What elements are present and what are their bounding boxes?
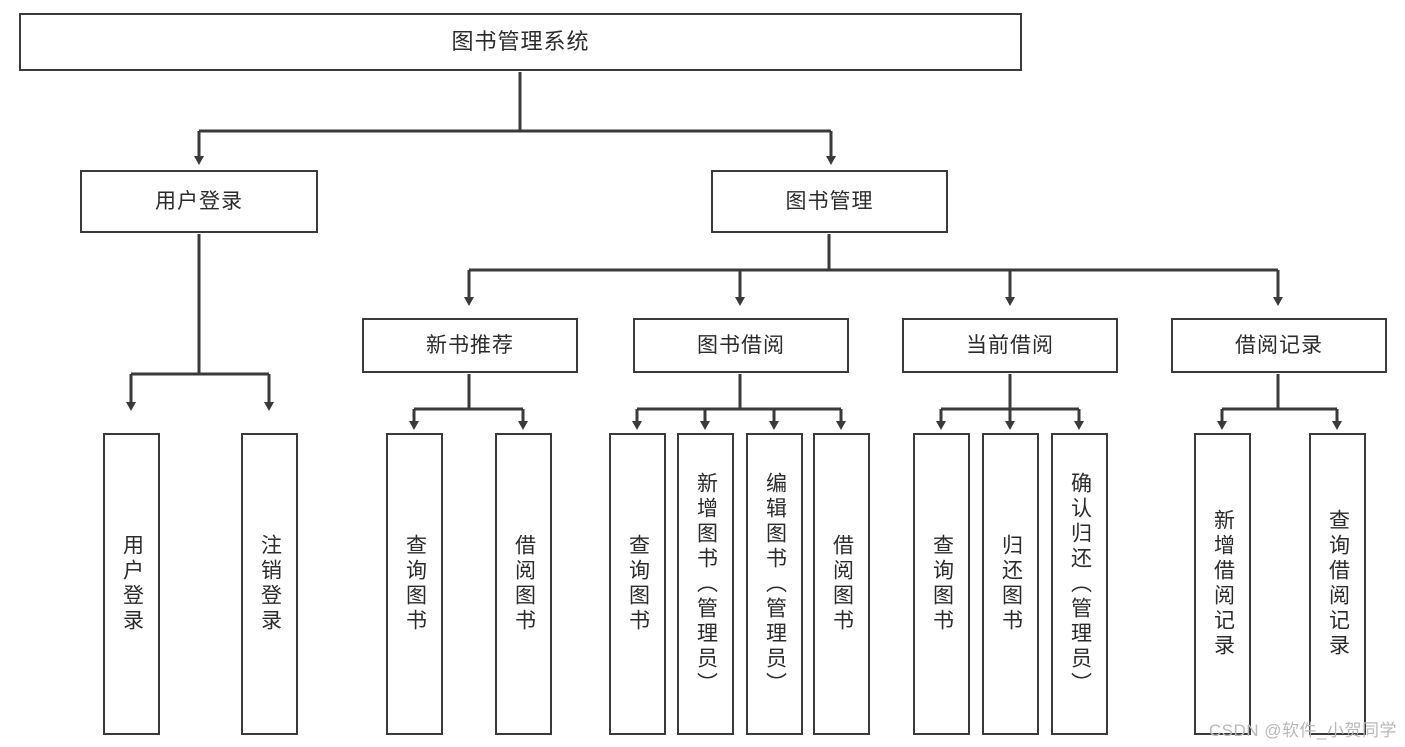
node-label: 图书借阅 xyxy=(697,333,785,357)
node-label: 用户登录 xyxy=(120,534,144,634)
node-label: 用户登录 xyxy=(155,189,243,213)
node-label: 借阅记录 xyxy=(1235,333,1323,357)
node-current-borrow[interactable]: 当前借阅 xyxy=(902,318,1118,373)
leaf-query-book-1[interactable]: 查询图书 xyxy=(386,433,443,735)
node-label: 新增借阅记录 xyxy=(1211,509,1235,659)
csdn-watermark: CSDN @软件_小贺同学 xyxy=(1208,721,1397,740)
node-label: 查询图书 xyxy=(626,534,650,634)
node-label: 当前借阅 xyxy=(966,333,1054,357)
node-label: 确认归还（管理员） xyxy=(1068,471,1092,697)
node-label: 查询图书 xyxy=(930,534,954,634)
leaf-borrow-book-1[interactable]: 借阅图书 xyxy=(495,433,552,735)
leaf-user-logout[interactable]: 注销登录 xyxy=(241,433,298,735)
node-label: 注销登录 xyxy=(258,534,282,634)
node-user-login[interactable]: 用户登录 xyxy=(80,170,318,233)
node-new-book-recommend[interactable]: 新书推荐 xyxy=(362,318,578,373)
node-label: 归还图书 xyxy=(999,534,1023,634)
node-book-borrow[interactable]: 图书借阅 xyxy=(633,318,849,373)
leaf-add-record[interactable]: 新增借阅记录 xyxy=(1194,433,1251,735)
node-label: 借阅图书 xyxy=(830,534,854,634)
node-label: 新增图书（管理员） xyxy=(694,471,718,697)
leaf-query-book-3[interactable]: 查询图书 xyxy=(913,433,970,735)
node-label: 借阅图书 xyxy=(512,534,536,634)
leaf-return-book[interactable]: 归还图书 xyxy=(982,433,1039,735)
leaf-confirm-return[interactable]: 确认归还（管理员） xyxy=(1051,433,1108,735)
leaf-borrow-book-2[interactable]: 借阅图书 xyxy=(813,433,870,735)
node-label: 图书管理系统 xyxy=(451,28,590,54)
node-book-management[interactable]: 图书管理 xyxy=(711,170,948,233)
node-label: 图书管理 xyxy=(785,189,874,213)
leaf-user-login[interactable]: 用户登录 xyxy=(103,433,160,735)
leaf-query-record[interactable]: 查询借阅记录 xyxy=(1309,433,1366,735)
leaf-query-book-2[interactable]: 查询图书 xyxy=(609,433,666,735)
node-borrow-record[interactable]: 借阅记录 xyxy=(1171,318,1387,373)
leaf-edit-book[interactable]: 编辑图书（管理员） xyxy=(746,433,803,735)
node-root-book-management-system[interactable]: 图书管理系统 xyxy=(19,13,1022,71)
node-label: 查询图书 xyxy=(403,534,427,634)
node-label: 查询借阅记录 xyxy=(1326,509,1350,659)
node-label: 编辑图书（管理员） xyxy=(763,471,787,697)
node-label: 新书推荐 xyxy=(426,333,514,357)
leaf-add-book[interactable]: 新增图书（管理员） xyxy=(677,433,734,735)
